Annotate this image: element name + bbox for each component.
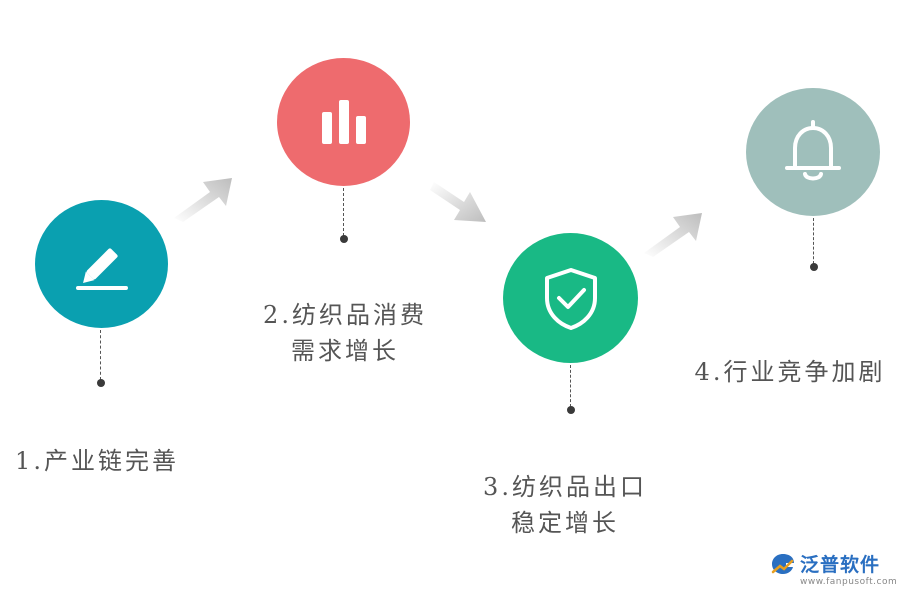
logo-name: 泛普软件 bbox=[800, 554, 881, 576]
step-3-text-line-1: 纺织品出口 bbox=[511, 473, 647, 501]
step-3-connector bbox=[570, 365, 571, 407]
step-1-number: 1. bbox=[15, 447, 44, 475]
step-3-label: 3.纺织品出口 稳定增长 bbox=[465, 469, 665, 541]
step-1-text: 产业链完善 bbox=[43, 447, 179, 475]
arrow-2 bbox=[430, 182, 486, 222]
step-2-connector bbox=[343, 188, 344, 236]
step-4-connector bbox=[813, 218, 814, 264]
arrow-1 bbox=[174, 178, 232, 222]
arrow-3 bbox=[644, 213, 702, 257]
step-1-dot bbox=[97, 379, 105, 387]
step-3-circle bbox=[503, 233, 638, 363]
bell-icon bbox=[785, 120, 841, 181]
step-4-label: 4.行业竞争加剧 bbox=[680, 354, 900, 390]
step-4-circle bbox=[746, 88, 880, 216]
step-2-number: 2. bbox=[263, 301, 292, 329]
step-3-text-line-2: 稳定增长 bbox=[511, 509, 619, 537]
step-3-dot bbox=[567, 406, 575, 414]
step-2-dot bbox=[340, 235, 348, 243]
step-3-number: 3. bbox=[483, 473, 512, 501]
logo-url: www.fanpusoft.com bbox=[800, 577, 898, 587]
bar-chart-icon bbox=[321, 100, 366, 144]
step-1-circle bbox=[35, 200, 168, 328]
step-2-text-line-2: 需求增长 bbox=[291, 337, 399, 365]
shield-check-icon bbox=[544, 268, 597, 330]
brand-logo: 泛普软件 www.fanpusoft.com bbox=[770, 550, 898, 594]
step-4-number: 4. bbox=[694, 358, 724, 386]
step-1-label: 1.产业链完善 bbox=[2, 443, 192, 479]
step-1-connector bbox=[100, 330, 101, 380]
step-2-text-line-1: 纺织品消费 bbox=[291, 301, 427, 329]
step-4-dot bbox=[810, 263, 818, 271]
pencil-icon bbox=[75, 248, 128, 290]
fanpu-logo-icon bbox=[771, 553, 794, 574]
step-2-circle bbox=[277, 58, 410, 186]
step-4-text: 行业竞争加剧 bbox=[723, 358, 886, 386]
step-2-label: 2.纺织品消费 需求增长 bbox=[245, 297, 445, 369]
